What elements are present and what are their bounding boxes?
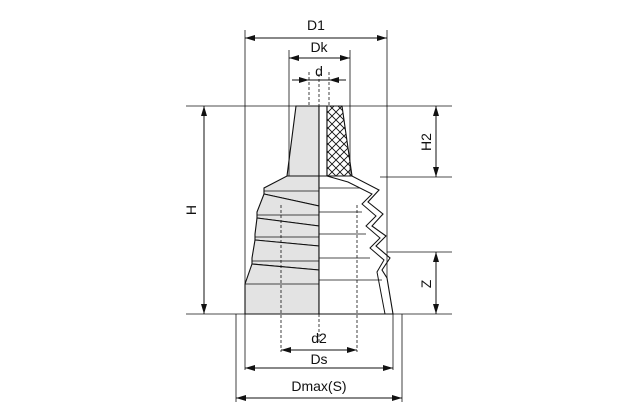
label-d: d — [315, 63, 323, 79]
label-dmax: Dmax(S) — [291, 378, 346, 394]
label-h: H — [183, 205, 199, 215]
label-h2: H2 — [418, 133, 434, 151]
label-ds: Ds — [310, 351, 327, 367]
dimension-dmax: Dmax(S) — [236, 378, 402, 401]
dimension-d: d — [292, 63, 346, 83]
dimension-ds: Ds — [245, 351, 393, 371]
dimension-h: H — [183, 106, 207, 314]
dimension-h2: H2 — [418, 106, 439, 177]
dimension-dk: Dk — [289, 39, 350, 61]
label-d2: d2 — [311, 330, 327, 346]
label-dk: Dk — [310, 39, 328, 55]
cup-section-view — [318, 105, 394, 315]
label-d1: D1 — [307, 17, 325, 33]
dimension-d1: D1 — [245, 17, 387, 41]
dimension-d2: d2 — [281, 330, 357, 353]
dimension-z: Z — [418, 252, 439, 314]
cup-exterior-view — [244, 105, 320, 315]
label-z: Z — [418, 279, 434, 288]
